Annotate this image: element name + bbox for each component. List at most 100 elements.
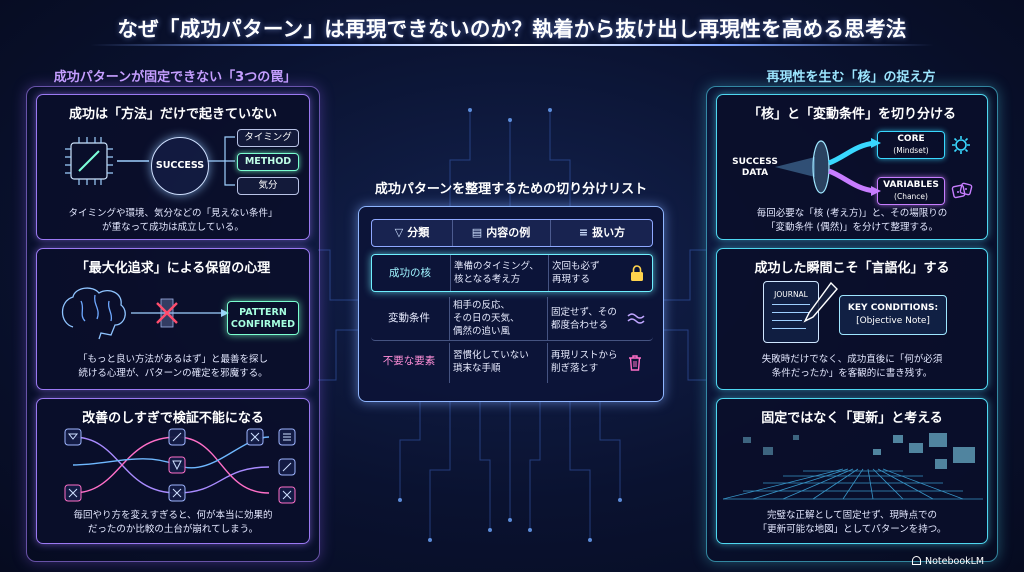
page-title: なぜ「成功パターン」は再現できないのか？執着から抜け出し再現性を高める思考法 [117,17,907,41]
variables-box: VARIABLES (Chance) [877,177,945,205]
column-header-handling: ≡扱い方 [550,220,654,246]
filter-icon: ▽ [394,226,404,239]
column-header-label: 扱い方 [592,226,626,239]
data-label-line: SUCCESS [732,157,778,167]
updating-grid-illustration [723,433,983,500]
handling-line: 再現リストから [551,350,618,361]
core-card-update-description: 完璧な正解として固定せず、現時点での 「更新可能な地図」としてパターンを持つ。 [717,509,987,537]
variables-label: VARIABLES [883,180,939,190]
notebooklm-logo: NotebookLM [912,556,984,567]
tangled-paths-diagram [64,428,296,504]
pattern-label: PATTERN [239,307,287,318]
trap-card-over-improve: 改善のしすぎで検証不能になる 毎回やり方を変えすぎると、何が本当に効果的 だった… [36,398,310,544]
journal-line [772,304,810,305]
core-box: CORE (Mindset) [877,131,945,159]
description-line: タイミングや環境、気分などの「見えない条件」 [68,208,278,219]
handling-line: 固定せず、その [551,307,617,318]
lens-icon [812,140,830,194]
brain-icon [61,287,126,340]
notebooklm-logo-icon [912,556,921,565]
column-divider [450,255,451,291]
trap-card-method-description: タイミングや環境、気分などの「見えない条件」 が重なって成功は成立している。 [37,207,309,235]
description-line: 完璧な正解として固定せず、現時点での [766,510,938,521]
description-line: 「もっと良い方法があるはず」と最善を探し [77,354,268,365]
brain-block-diagram [61,287,229,340]
column-header-example: ▤内容の例 [452,220,550,246]
sliders-icon: ≡ [578,226,589,239]
core-card-separate: 「核」と「変動条件」を切り分ける SUCCESS DATA CORE (Mind… [716,94,988,240]
note-subtitle: [Objective Note] [856,316,930,326]
note-title: KEY CONDITIONS: [847,303,939,313]
journal-line [772,312,810,313]
trap-card-over-improve-description: 毎回やり方を変えすぎると、何が本当に効果的 だったのか比較の土台が崩れてしまう。 [37,509,309,537]
description-line: だったのか比較の土台が崩れてしまう。 [87,524,259,535]
left-column-heading: 成功パターンが固定できない「3つの罠」 [53,70,297,85]
handling-line: 削ぎ落とす [551,363,599,374]
core-card-update: 固定ではなく「更新」と考える 完璧な正解として固定せず、現時点での 「更新可能な… [716,398,988,544]
trap-card-maximizing-description: 「もっと良い方法があるはず」と最善を探し 続ける心理が、パターンの確定を邪魔する… [37,353,309,381]
core-card-separate-description: 毎回必要な「核 (考え方)」と、その場限りの 「変動条件 (偶然)」を分けて整理… [717,207,987,235]
handling-line: 再現する [552,274,591,285]
dice-icon [951,182,973,199]
table-row: 不要な要素 習慣化していない 瑣末な手順 再現リストから 削ぎ落とす [371,343,653,383]
data-label-line: DATA [741,168,769,178]
success-data-label: SUCCESS DATA [727,157,783,179]
description-line: が重なって成功は成立している。 [102,222,244,233]
core-card-verbalize: 成功した瞬間こそ「言語化」する JOURNAL KEY CONDITIONS: … [716,248,988,390]
handling-line: 次回も必ず [552,261,600,272]
column-header-label: 分類 [407,226,430,239]
description-line: 毎回必要な「核 (考え方)」と、その場限りの [756,208,948,219]
factor-method: METHOD [237,153,299,171]
chip-icon [65,137,113,185]
table-header: ▽分類 ▤内容の例 ≡扱い方 [371,219,653,247]
journal-line [772,328,806,329]
center-heading: 成功パターンを整理するための切り分けリスト [374,182,648,197]
variables-sublabel: (Chance) [894,192,928,201]
lock-icon [631,265,643,281]
column-divider [547,343,548,383]
journal-line [772,320,802,321]
column-header-category: ▽分類 [372,220,452,246]
success-factors-diagram [65,136,235,186]
row-category: 成功の核 [389,267,431,279]
sorting-list-panel: ▽分類 ▤内容の例 ≡扱い方 成功の核 準備のタイミング、 核となる考え方 次回… [358,206,664,402]
success-node: SUCCESS [151,137,209,195]
column-divider [547,297,548,340]
core-card-verbalize-description: 失敗時だけでなく、成功直後に「何が必須 条件だったか」を客観的に書き残す。 [717,353,987,381]
journal-label: JOURNAL [774,290,808,299]
factor-timing: タイミング [237,129,299,147]
column-header-label: 内容の例 [486,226,531,239]
row-handling: 再現リストから 削ぎ落とす [551,349,623,375]
filter-node-icon [64,428,82,446]
row-category: 不要な要素 [382,355,436,367]
description-line: 条件だったか」を客観的に書き残す。 [771,368,933,379]
core-card-separate-title: 「核」と「変動条件」を切り分ける [747,107,956,122]
key-conditions-note: KEY CONDITIONS: [Objective Note] [839,295,947,335]
left-column-frame [26,86,320,562]
table-row: 成功の核 準備のタイミング、 核となる考え方 次回も必ず 再現する [371,254,653,292]
row-handling: 次回も必ず 再現する [552,260,624,286]
description-line: 「変動条件 (偶然)」を分けて整理する。 [766,222,938,233]
handling-line: 都度合わせる [551,320,609,331]
row-example: 相手の反応、 その日の天気、 偶然の追い風 [453,299,545,338]
document-icon: ▤ [471,226,483,239]
trash-icon [629,355,641,371]
title-underline [90,44,934,46]
row-handling: 固定せず、その 都度合わせる [551,306,623,332]
column-divider [449,343,450,383]
description-line: 毎回やり方を変えすぎると、何が本当に効果的 [73,510,273,521]
funnel-node-icon [168,456,186,474]
row-category: 変動条件 [388,312,430,324]
right-column-heading: 再現性を生む「核」の捉え方 [766,70,936,85]
core-label: CORE [897,134,925,144]
row-example: 習慣化していない 瑣末な手順 [453,349,545,375]
wave-icon [627,313,645,324]
confirmed-label: CONFIRMED [230,319,296,330]
example-line: 核となる考え方 [454,274,521,285]
right-column-frame [706,86,998,562]
example-line: その日の天気、 [453,313,520,324]
prism-split-diagram [775,138,881,196]
pen-icon [803,281,838,323]
example-line: 瑣末な手順 [453,363,501,374]
